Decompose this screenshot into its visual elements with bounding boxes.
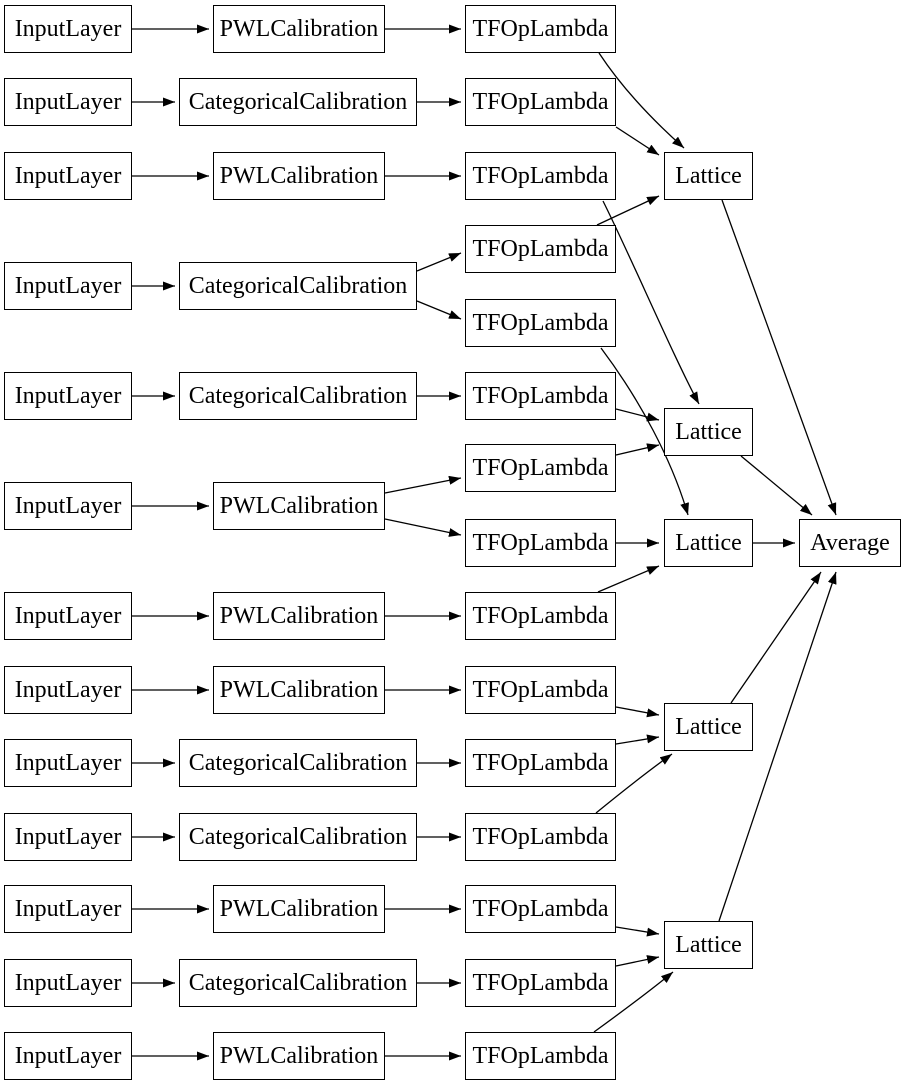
node-input-11: InputLayer xyxy=(4,885,132,933)
node-lattice-3: Lattice xyxy=(664,519,753,567)
node-cal-9: CategoricalCalibration xyxy=(179,739,417,787)
node-cal-13: PWLCalibration xyxy=(213,1032,385,1080)
edge-cal-6-to-tfop-6b xyxy=(384,518,462,537)
edge-tfop-4b-to-lattice-3 xyxy=(600,347,689,516)
edge-cal-4-to-tfop-4a xyxy=(416,252,462,272)
node-tfop-3: TFOpLambda xyxy=(465,152,616,200)
edge-lattice-5-to-average xyxy=(718,571,837,922)
node-cal-1: PWLCalibration xyxy=(213,5,385,53)
node-cal-3: PWLCalibration xyxy=(213,152,385,200)
edge-lattice-2-to-average xyxy=(740,455,813,516)
node-tfop-8: TFOpLambda xyxy=(465,666,616,714)
node-tfop-13: TFOpLambda xyxy=(465,1032,616,1080)
node-lattice-1: Lattice xyxy=(664,152,753,200)
node-cal-4: CategoricalCalibration xyxy=(179,262,417,310)
node-tfop-11: TFOpLambda xyxy=(465,885,616,933)
edge-tfop-11-to-lattice-5 xyxy=(615,926,660,937)
node-cal-8: PWLCalibration xyxy=(213,666,385,714)
node-lattice-2: Lattice xyxy=(664,408,753,456)
edge-tfop-4a-to-lattice-1 xyxy=(596,195,660,226)
edge-tfop-1-to-lattice-1 xyxy=(598,52,685,149)
node-tfop-6a: TFOpLambda xyxy=(465,444,616,492)
node-tfop-9: TFOpLambda xyxy=(465,739,616,787)
node-tfop-6b: TFOpLambda xyxy=(465,519,616,567)
node-tfop-10: TFOpLambda xyxy=(465,813,616,861)
node-tfop-7: TFOpLambda xyxy=(465,592,616,640)
node-input-5: InputLayer xyxy=(4,372,132,420)
edge-tfop-3-to-lattice-2 xyxy=(602,200,700,405)
edge-tfop-6a-to-lattice-2 xyxy=(615,443,660,456)
node-cal-7: PWLCalibration xyxy=(213,592,385,640)
node-cal-6: PWLCalibration xyxy=(213,482,385,530)
node-tfop-12: TFOpLambda xyxy=(465,959,616,1007)
node-input-8: InputLayer xyxy=(4,666,132,714)
edge-tfop-10-to-lattice-4 xyxy=(595,753,673,814)
edge-cal-6-to-tfop-6a xyxy=(384,475,462,494)
edge-tfop-13-to-lattice-5 xyxy=(593,971,674,1033)
node-tfop-4b: TFOpLambda xyxy=(465,299,616,347)
edge-tfop-7-to-lattice-3 xyxy=(597,565,660,593)
node-input-13: InputLayer xyxy=(4,1032,132,1080)
node-input-2: InputLayer xyxy=(4,78,132,126)
edge-tfop-2-to-lattice-1 xyxy=(615,126,660,156)
node-tfop-5: TFOpLambda xyxy=(465,372,616,420)
node-input-12: InputLayer xyxy=(4,959,132,1007)
node-average: Average xyxy=(799,519,901,567)
edge-tfop-9-to-lattice-4 xyxy=(615,734,660,745)
node-cal-2: CategoricalCalibration xyxy=(179,78,417,126)
node-cal-5: CategoricalCalibration xyxy=(179,372,417,420)
node-input-10: InputLayer xyxy=(4,813,132,861)
node-tfop-4a: TFOpLambda xyxy=(465,225,616,273)
node-tfop-1: TFOpLambda xyxy=(465,5,616,53)
node-input-3: InputLayer xyxy=(4,152,132,200)
edge-lattice-1-to-average xyxy=(721,199,837,516)
edge-tfop-5-to-lattice-2 xyxy=(615,408,660,422)
node-lattice-5: Lattice xyxy=(664,921,753,969)
node-input-7: InputLayer xyxy=(4,592,132,640)
node-input-1: InputLayer xyxy=(4,5,132,53)
edge-tfop-8-to-lattice-4 xyxy=(615,706,660,718)
node-tfop-2: TFOpLambda xyxy=(465,78,616,126)
edge-cal-4-to-tfop-4b xyxy=(416,300,462,320)
node-input-6: InputLayer xyxy=(4,482,132,530)
edge-lattice-4-to-average xyxy=(730,571,822,704)
edges-group xyxy=(132,24,837,1061)
node-cal-12: CategoricalCalibration xyxy=(179,959,417,1007)
edge-tfop-12-to-lattice-5 xyxy=(615,955,660,967)
node-cal-11: PWLCalibration xyxy=(213,885,385,933)
node-input-4: InputLayer xyxy=(4,262,132,310)
node-lattice-4: Lattice xyxy=(664,703,753,751)
node-input-9: InputLayer xyxy=(4,739,132,787)
node-cal-10: CategoricalCalibration xyxy=(179,813,417,861)
